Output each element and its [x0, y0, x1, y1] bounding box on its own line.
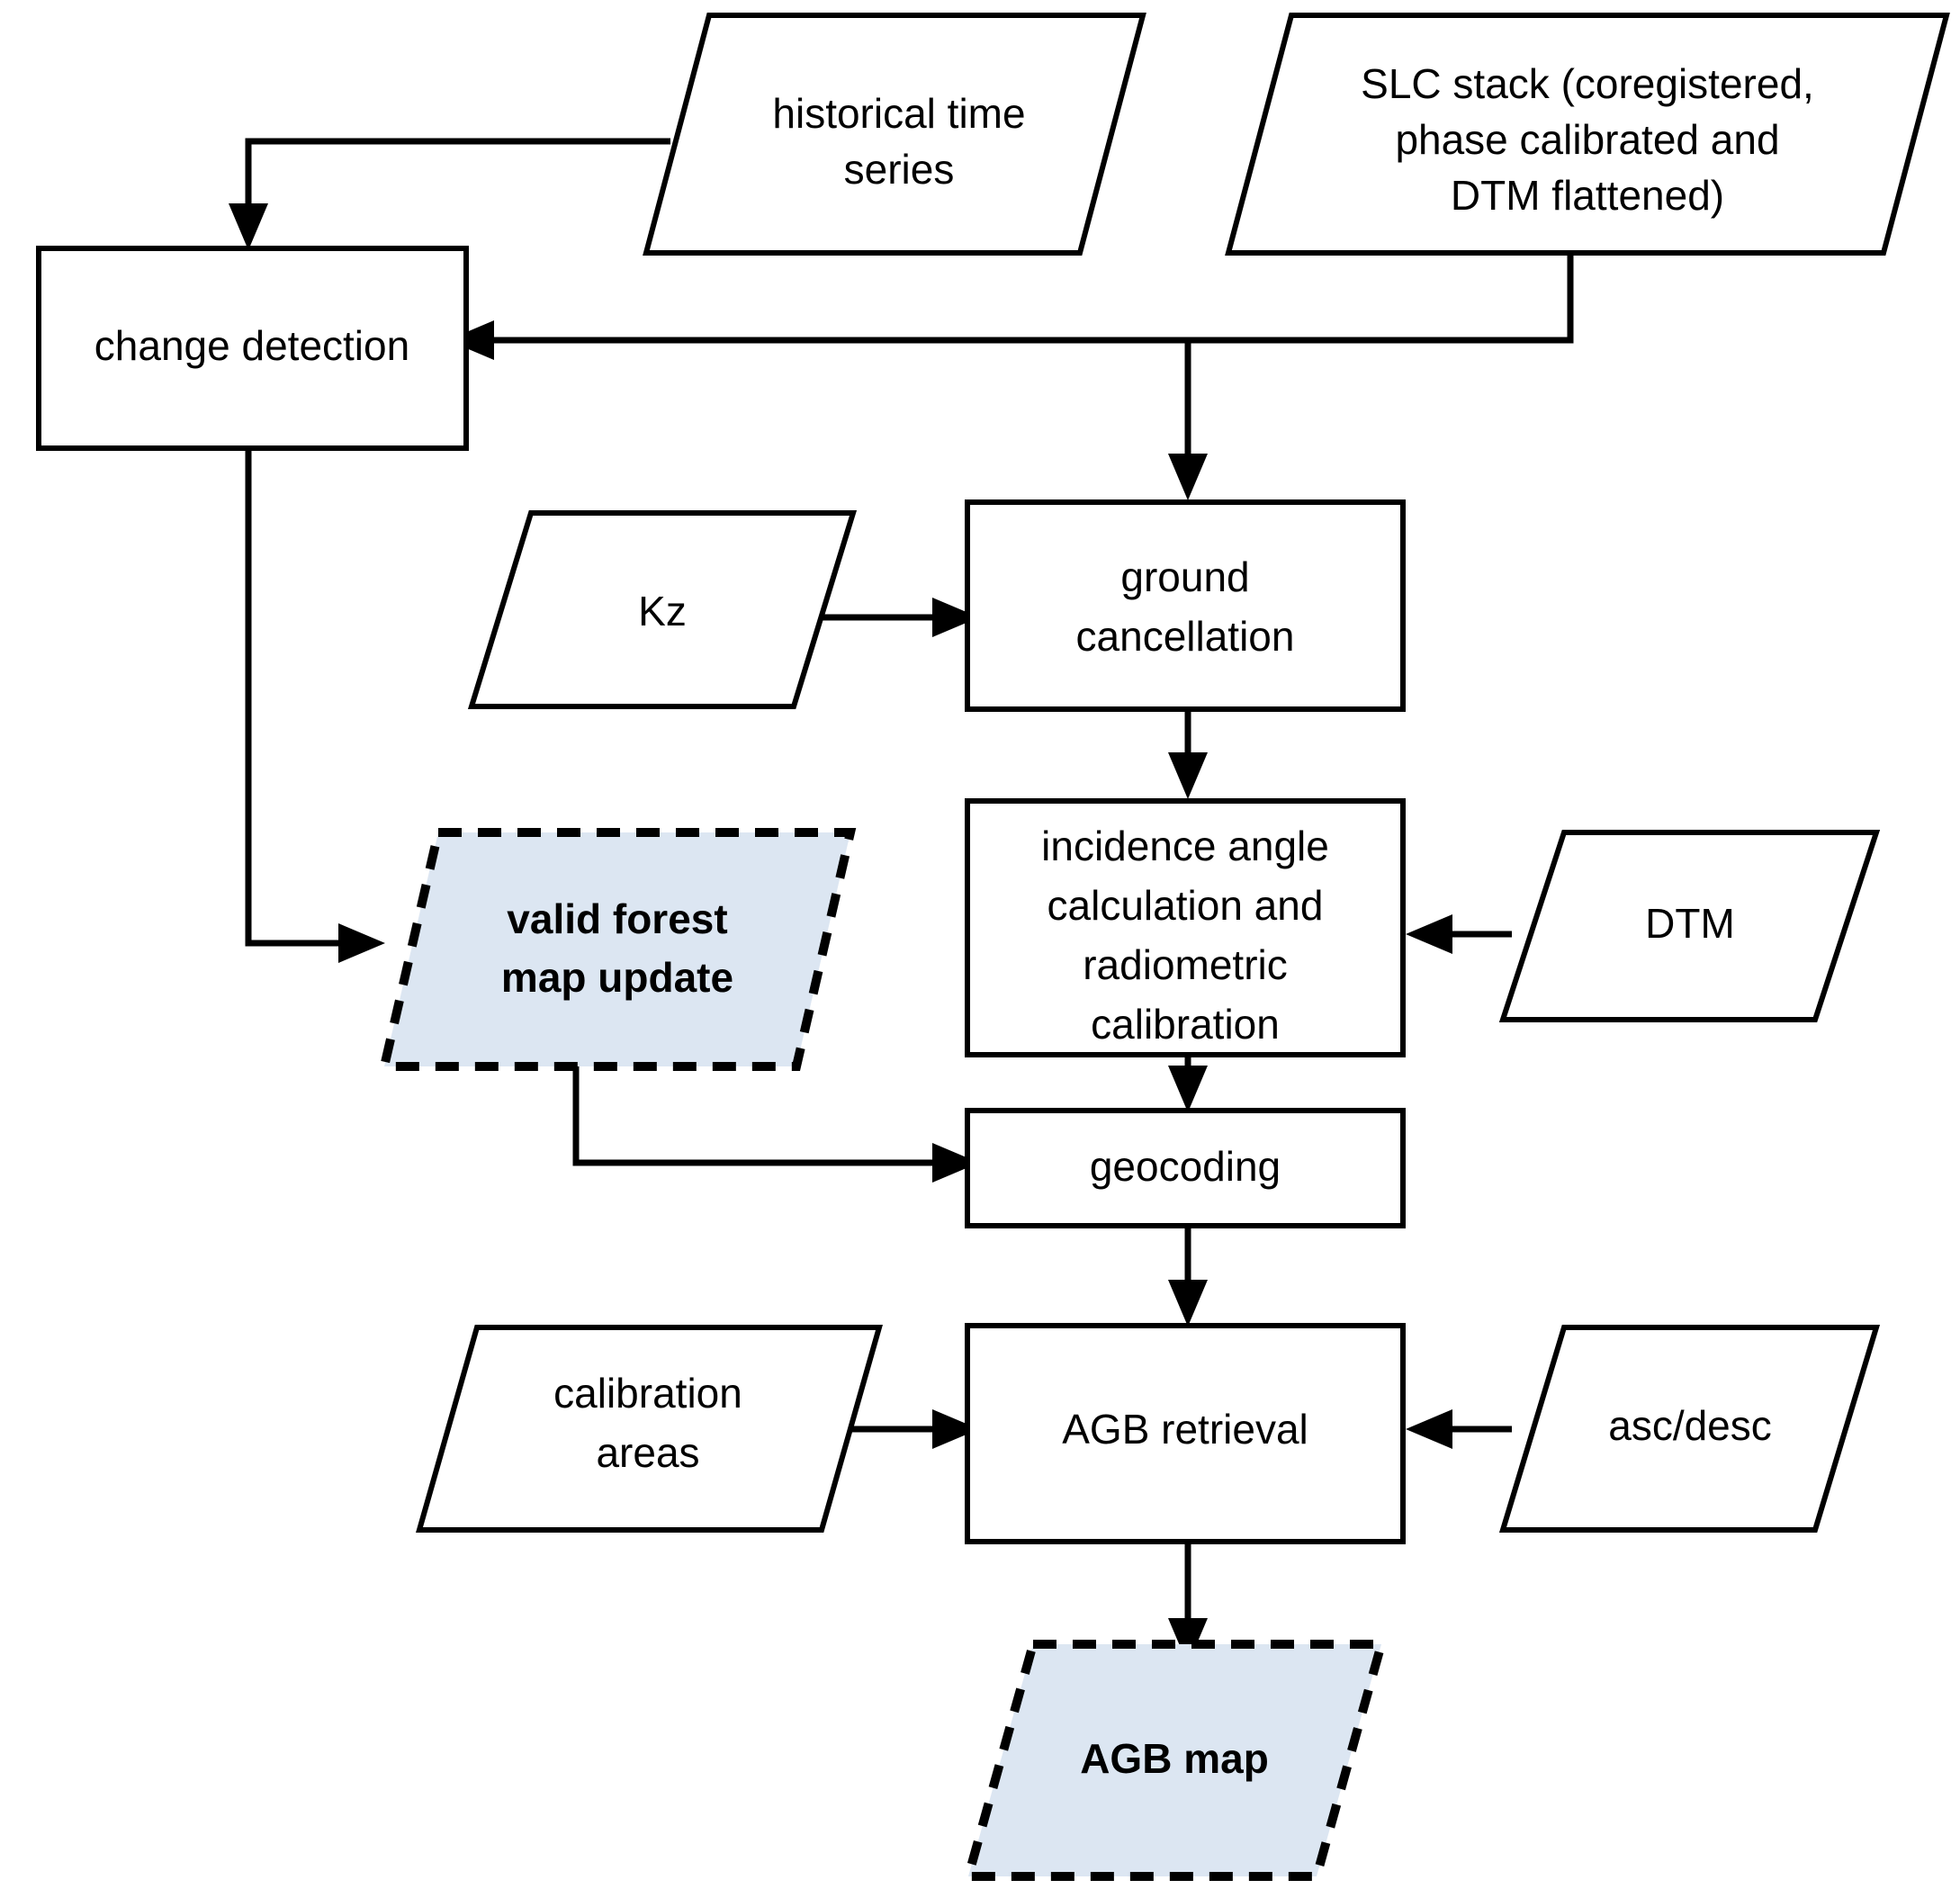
node-label-valid-forest-map-update-line2: map update	[501, 954, 733, 1001]
node-label-agb-map: AGB map	[1080, 1735, 1269, 1782]
node-geocoding[interactable]: geocoding	[965, 1108, 1406, 1228]
node-label-dtm: DTM	[1645, 900, 1735, 947]
node-label-incidence-angle-line3: radiometric	[1083, 941, 1288, 988]
node-label-historical-time-series-line2: series	[844, 146, 955, 193]
node-label-slc-stack-line1: SLC stack (coregistered,	[1361, 60, 1814, 107]
node-change-detection[interactable]: change detection	[36, 246, 469, 451]
node-dtm[interactable]: DTM	[1498, 830, 1881, 1022]
edge-geocoding-to-agb-retrieval	[1168, 1224, 1208, 1327]
node-calibration-areas[interactable]: calibration areas	[416, 1325, 883, 1533]
node-label-slc-stack-line3: DTM flattened)	[1451, 172, 1724, 219]
node-agb-map[interactable]: AGB map	[962, 1640, 1388, 1881]
node-slc-stack[interactable]: SLC stack (coregistered, phase calibrate…	[1225, 13, 1950, 256]
edge-slc-to-ground-cancellation	[1168, 340, 1208, 500]
node-label-kz: Kz	[638, 588, 687, 634]
node-kz[interactable]: Kz	[467, 510, 858, 709]
node-label-geocoding: geocoding	[1090, 1143, 1281, 1190]
node-asc-desc[interactable]: asc/desc	[1498, 1325, 1881, 1533]
node-label-agb-retrieval: AGB retrieval	[1062, 1406, 1308, 1453]
node-label-change-detection: change detection	[94, 322, 409, 369]
node-label-ground-cancellation-line1: ground	[1120, 553, 1249, 600]
edge-incidence-angle-to-geocoding	[1168, 1055, 1208, 1112]
edge-calibration-areas-to-agb-retrieval	[841, 1409, 979, 1449]
edge-agb-retrieval-to-agb-map	[1168, 1542, 1208, 1665]
edge-historical-to-change-detection	[229, 138, 670, 250]
edge-ground-cancellation-to-incidence-angle	[1168, 709, 1208, 799]
node-label-historical-time-series-line1: historical time	[772, 90, 1025, 137]
edge-dtm-to-incidence-angle	[1406, 914, 1512, 954]
node-agb-retrieval[interactable]: AGB retrieval	[965, 1323, 1406, 1544]
node-label-slc-stack-line2: phase calibrated and	[1395, 116, 1779, 163]
node-label-incidence-angle-line1: incidence angle	[1041, 823, 1329, 869]
node-label-valid-forest-map-update-line1: valid forest	[507, 895, 727, 942]
edge-asc-desc-to-agb-retrieval	[1406, 1409, 1512, 1449]
node-valid-forest-map-update[interactable]: valid forest map update	[378, 828, 857, 1071]
node-label-ground-cancellation-line2: cancellation	[1076, 613, 1295, 660]
node-label-calibration-areas-line2: areas	[596, 1429, 699, 1476]
node-historical-time-series[interactable]: historical time series	[643, 13, 1146, 256]
node-label-incidence-angle-line4: calibration	[1091, 1001, 1280, 1048]
node-label-asc-desc: asc/desc	[1608, 1402, 1772, 1449]
node-label-calibration-areas-line1: calibration	[553, 1370, 742, 1417]
node-ground-cancellation[interactable]: ground cancellation	[965, 499, 1406, 712]
edge-valid-forest-map-to-geocoding	[572, 1062, 979, 1183]
edge-kz-to-ground-cancellation	[814, 598, 979, 637]
edge-change-detection-to-valid-forest-map	[245, 448, 385, 963]
node-label-incidence-angle-line2: calculation and	[1047, 882, 1324, 929]
node-incidence-angle-calculation[interactable]: incidence angle calculation and radiomet…	[965, 798, 1406, 1057]
edge-slc-to-change-detection	[447, 253, 1574, 360]
